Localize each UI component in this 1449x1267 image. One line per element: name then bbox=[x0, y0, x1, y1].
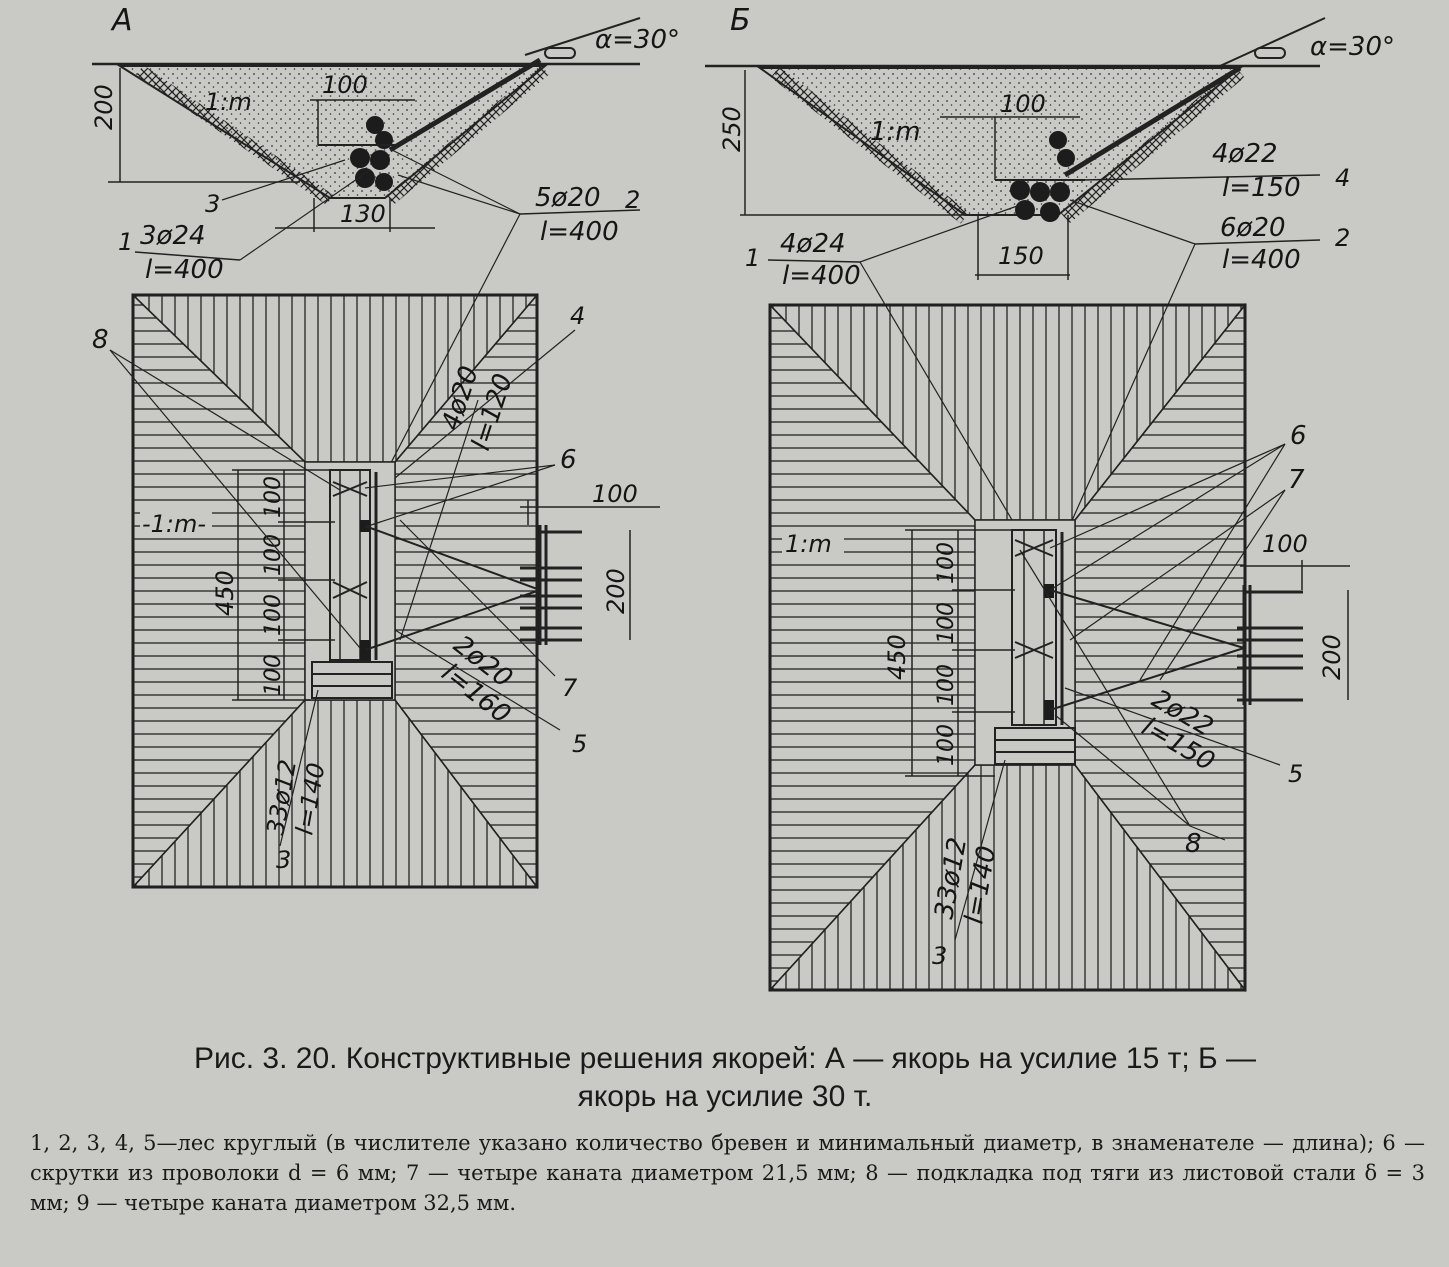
plan-b-callout-8: 8 bbox=[1185, 829, 1202, 859]
plan-a-side-100: 100 bbox=[592, 480, 638, 508]
panel-a-angle: α=30° bbox=[595, 25, 680, 55]
panel-b-dim-bottom: 150 bbox=[998, 242, 1044, 270]
panel-a-slope: 1:m bbox=[205, 88, 252, 116]
panel-b-letter: Б bbox=[730, 3, 751, 38]
panel-a-callout-2-den: l=400 bbox=[540, 217, 619, 247]
plan-a-slope: -1:m- bbox=[142, 510, 206, 538]
anchor-drawing: А α=30° 1:m 200 100 130 3 1 3ø24 bbox=[90, 3, 1395, 993]
caption-line-1: Рис. 3. 20. Конструктивные решения якоре… bbox=[193, 1042, 1257, 1075]
panel-b-slope: 1:m bbox=[870, 117, 921, 147]
plan-b-callout-3b: 3 bbox=[932, 942, 947, 970]
panel-a-dim-top: 100 bbox=[322, 71, 368, 99]
plan-a-dim-100a: 100 bbox=[261, 476, 286, 518]
panel-a-letter: А bbox=[110, 3, 133, 38]
panel-a-callout-1-den: l=400 bbox=[145, 255, 224, 285]
plan-b-callout-6: 6 bbox=[1290, 421, 1307, 451]
plan-b-slope: 1:m bbox=[785, 530, 832, 558]
panel-b-callout-4-num: 4ø22 bbox=[1212, 139, 1278, 169]
plan-a-callout-4: 4 bbox=[570, 302, 585, 330]
plan-a-callout-5: 5 bbox=[572, 730, 587, 758]
panel-b-angle: α=30° bbox=[1310, 32, 1395, 62]
panel-b-callout-1: 1 bbox=[745, 244, 760, 272]
plan-b-dim-100c: 100 bbox=[934, 664, 959, 706]
plan-b-dim-100b: 100 bbox=[934, 602, 959, 644]
panel-b-depth: 250 bbox=[718, 106, 746, 152]
plan-a: 450 100 100 100 100 -1:m- 100 200 8 4 4ø… bbox=[92, 292, 660, 890]
plan-b-dim-100d: 100 bbox=[934, 724, 959, 766]
figure-legend: 1, 2, 3, 4, 5—лес круглый (в числителе у… bbox=[30, 1131, 1425, 1215]
caption-line-2: якорь на усилие 30 т. bbox=[577, 1080, 873, 1113]
plan-b-dim-100a: 100 bbox=[934, 542, 959, 584]
panel-a-dim-bottom: 130 bbox=[340, 200, 386, 228]
panel-b-callout-4: 4 bbox=[1335, 164, 1350, 192]
plan-b-callout-7: 7 bbox=[1288, 465, 1305, 495]
plan-b-dim-450: 450 bbox=[883, 634, 911, 680]
panel-a-callout-3: 3 bbox=[205, 190, 220, 218]
plan-b: 450 100 100 100 100 1:m 100 200 6 7 2ø22… bbox=[768, 302, 1350, 993]
plan-a-side-200: 200 bbox=[602, 568, 630, 614]
plan-a-dim-450: 450 bbox=[211, 570, 239, 616]
figure-caption: Рис. 3. 20. Конструктивные решения якоре… bbox=[20, 1040, 1430, 1116]
panel-b-callout-1-num: 4ø24 bbox=[780, 229, 846, 259]
panel-a-callout-2: 2 bbox=[625, 186, 640, 214]
plan-b-callout-5: 5 bbox=[1288, 760, 1303, 788]
panel-a-callout-1: 1 bbox=[118, 228, 133, 256]
plan-a-dim-100c: 100 bbox=[261, 594, 286, 636]
plan-b-side-200: 200 bbox=[1318, 634, 1346, 680]
panel-b-callout-2-num: 6ø20 bbox=[1220, 213, 1286, 243]
panel-b-callout-1-den: l=400 bbox=[782, 261, 861, 291]
plan-b-side-100: 100 bbox=[1262, 530, 1308, 558]
panel-a-callout-1-num: 3ø24 bbox=[140, 221, 206, 251]
panel-b-callout-2: 2 bbox=[1335, 224, 1350, 252]
plan-a-callout-8: 8 bbox=[92, 325, 109, 355]
plan-a-callout-7: 7 bbox=[562, 674, 578, 702]
panel-b-callout-4-den: l=150 bbox=[1222, 173, 1301, 203]
plan-a-dim-100d: 100 bbox=[261, 654, 286, 696]
plan-a-callout-3b: 3 bbox=[276, 846, 291, 874]
plan-a-callout-6: 6 bbox=[560, 445, 577, 475]
panel-a-callout-2-num: 5ø20 bbox=[535, 183, 601, 213]
panel-a-depth: 200 bbox=[90, 84, 118, 130]
panel-b-dim-top: 100 bbox=[1000, 90, 1046, 118]
panel-b-callout-2-den: l=400 bbox=[1222, 245, 1301, 275]
section-a: А α=30° 1:m 200 100 130 3 1 3ø24 bbox=[90, 3, 680, 485]
